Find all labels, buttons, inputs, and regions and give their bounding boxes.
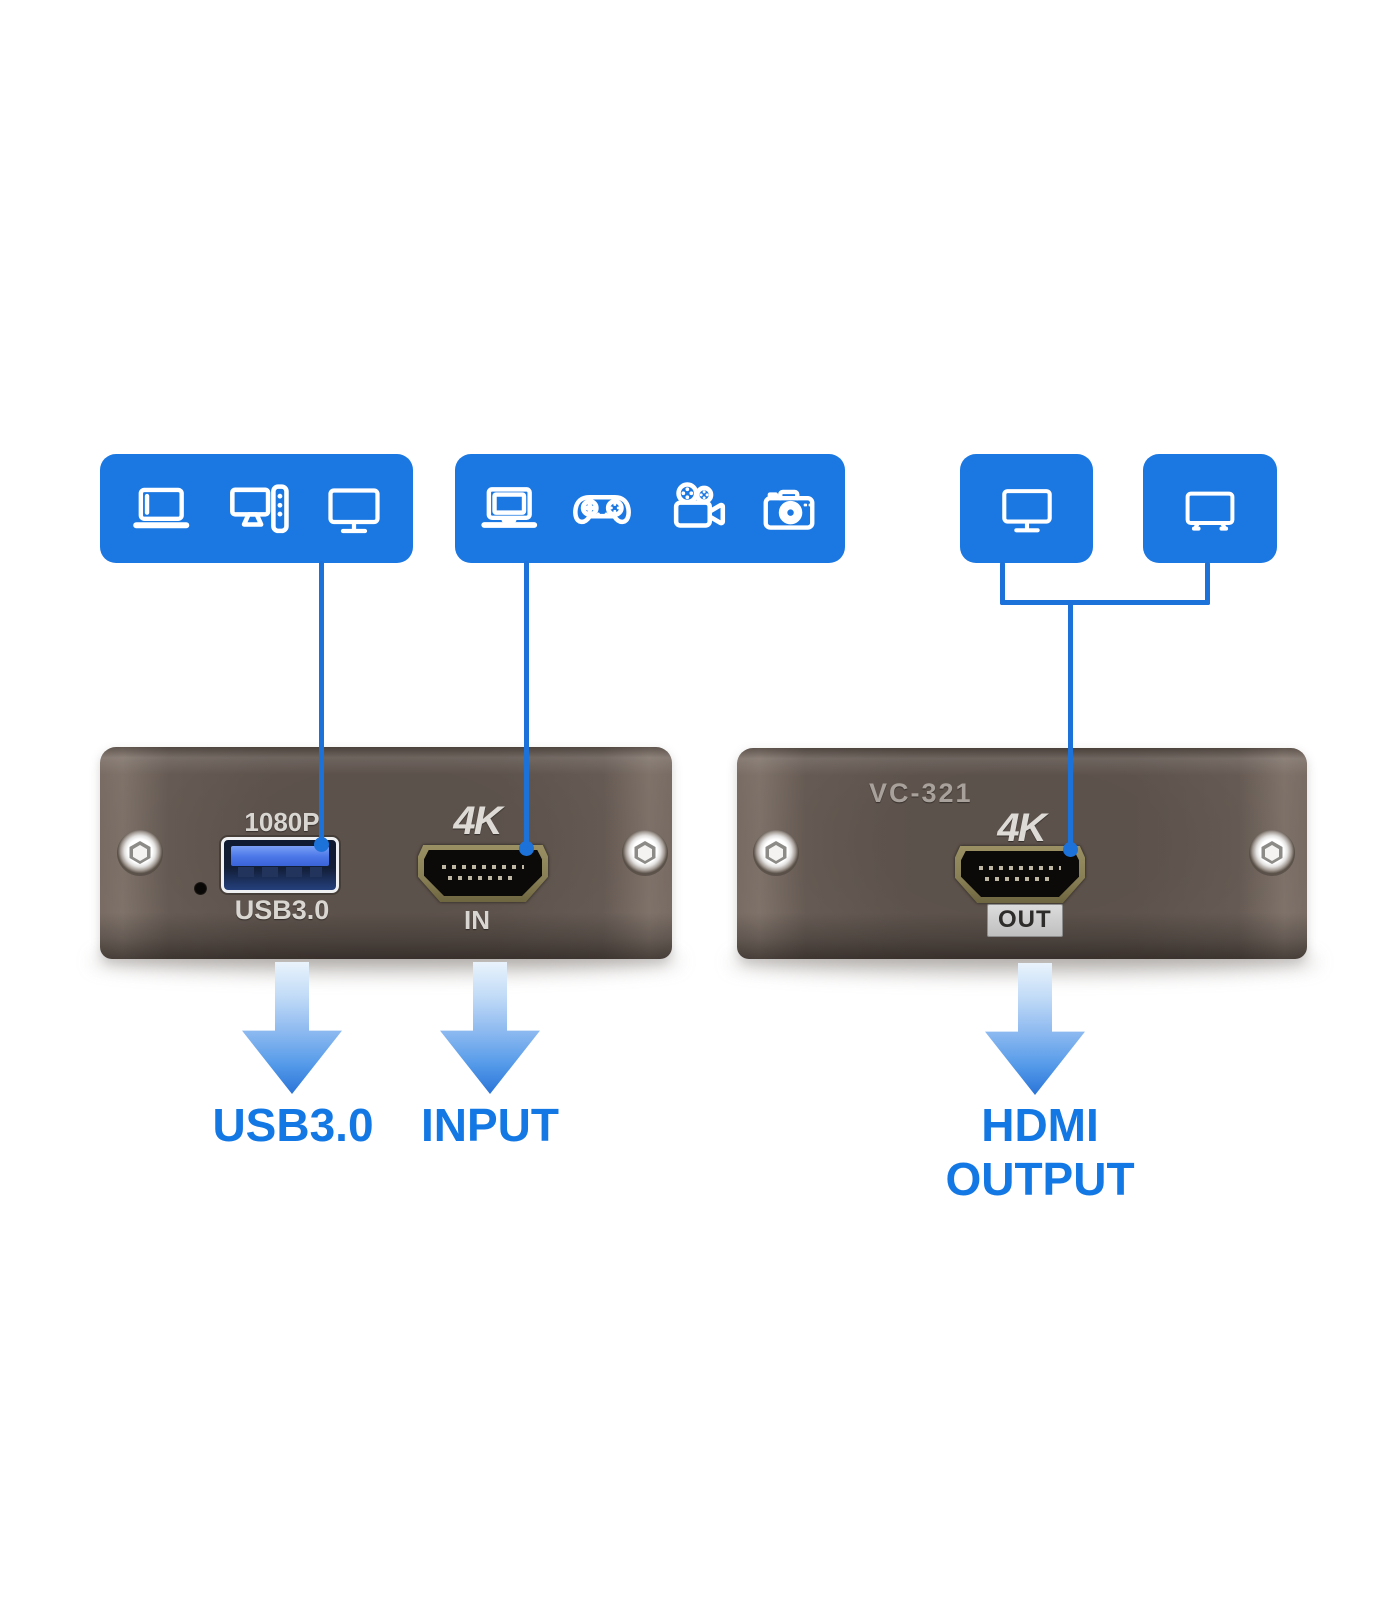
- hdmi-in-top-label: 4K: [453, 799, 502, 843]
- laptop-icon: [477, 478, 541, 540]
- connector-endpoint-dot: [1063, 842, 1078, 857]
- usb-port-bottom-label: USB3.0: [234, 895, 330, 925]
- tv-icon: [1180, 481, 1240, 537]
- hdmi-out-badge: OUT: [987, 904, 1063, 937]
- callout-usb3: USB3.0: [212, 1099, 374, 1151]
- usb-contacts: [238, 867, 322, 877]
- connector-usb-hosts-to-usb-port: [319, 561, 324, 845]
- connector-tv-drop: [1205, 562, 1210, 605]
- model-number-label: VC-321: [869, 778, 973, 808]
- usb-output-arrow-icon: [242, 962, 342, 1094]
- connector-displays-to-hdmi-out: [1068, 600, 1073, 850]
- connector-endpoint-dot: [314, 837, 329, 852]
- connector-hdmi-sources-to-hdmi-in: [524, 561, 529, 849]
- usb-port-top-label: 1080P: [244, 807, 320, 837]
- source-group-usb-hosts: [100, 454, 413, 563]
- laptop-icon: [128, 478, 194, 540]
- input-arrow-icon: [440, 962, 540, 1094]
- display-tv-box: [1143, 454, 1277, 563]
- monitor-icon: [323, 479, 385, 539]
- connector-displays-join: [1000, 600, 1210, 605]
- screw-icon: [117, 830, 163, 876]
- led-hole: [194, 882, 207, 895]
- hdmi-out-port[interactable]: [955, 846, 1085, 903]
- screw-icon: [753, 830, 799, 876]
- hdmi-output-arrow-icon: [985, 963, 1085, 1095]
- callout-input: INPUT: [421, 1099, 559, 1151]
- callout-hdmi-output: HDMI OUTPUT: [945, 1099, 1135, 1205]
- display-monitor-box: [960, 454, 1093, 563]
- connector-endpoint-dot: [519, 841, 534, 856]
- hdmi-in-port[interactable]: [418, 845, 548, 902]
- video-camera-icon: [663, 477, 733, 541]
- desktop-pc-icon: [223, 477, 295, 541]
- photo-camera-icon: [755, 478, 823, 540]
- screw-icon: [1249, 830, 1295, 876]
- monitor-icon: [997, 480, 1057, 538]
- gamepad-icon: [563, 477, 641, 541]
- hdmi-in-bottom-label: IN: [464, 905, 490, 935]
- usb-tongue: [231, 846, 329, 866]
- hdmi-out-top-label: 4K: [997, 806, 1046, 850]
- screw-icon: [622, 830, 668, 876]
- capture-device-front-panel: 1080P USB3.0 4K IN: [100, 747, 672, 959]
- capture-device-back-panel: VC-321 4K OUT: [737, 748, 1307, 959]
- source-group-hdmi-inputs: [455, 454, 845, 563]
- connector-monitor-drop: [1000, 562, 1005, 605]
